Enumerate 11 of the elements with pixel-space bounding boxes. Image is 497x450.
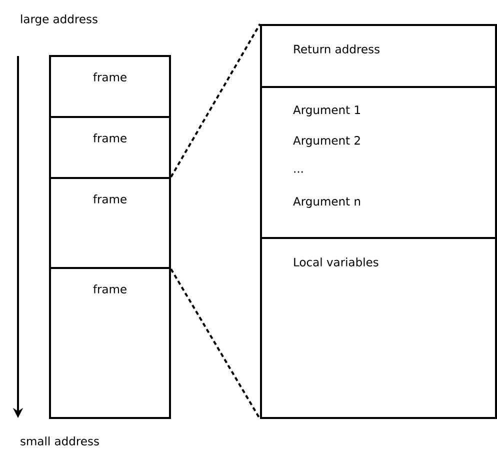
axis-label: small address: [20, 436, 99, 446]
frame-section-box: Return address: [260, 24, 497, 88]
stack-frame-box: frame: [49, 267, 171, 419]
dashed-connector: [170, 24, 261, 178]
stack-frame-box: frame: [49, 177, 171, 269]
axis-label: large address: [21, 14, 98, 26]
frame-section-box: Argument 1 Argument 2 ... Argument n: [260, 86, 497, 239]
dashed-connector: [170, 268, 261, 420]
frame-section-box: Local variables: [260, 237, 497, 419]
stack-frame-box: frame: [49, 116, 171, 179]
stack-frame-box: frame: [49, 55, 171, 118]
